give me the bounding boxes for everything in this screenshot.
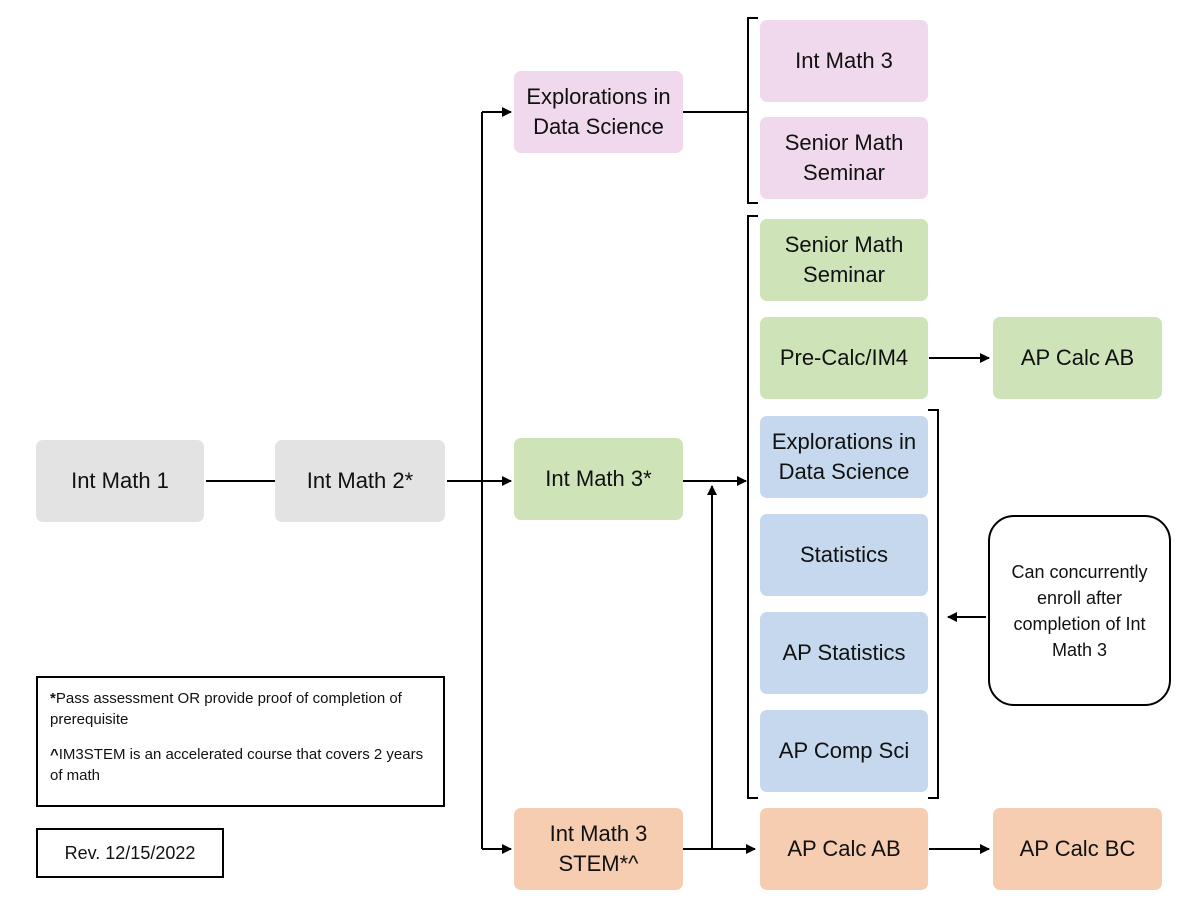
node-ap-calc-ab-orange: AP Calc AB	[760, 808, 928, 890]
callout-text: Can concurrently enroll after completion…	[1011, 561, 1148, 660]
node-label-line: Explorations in	[771, 429, 917, 454]
node-statistics: Statistics	[760, 514, 928, 596]
node-label-line: Senior Math	[784, 130, 904, 155]
footnote-caret: ^IM3STEM is an accelerated course that c…	[50, 744, 431, 786]
footnote-star: *Pass assessment OR provide proof of com…	[50, 688, 431, 730]
node-senior-math-seminar-green: Senior Math Seminar	[760, 219, 928, 301]
footnote-box: *Pass assessment OR provide proof of com…	[36, 676, 445, 807]
node-label-line: Seminar	[803, 262, 885, 287]
node-ap-calc-ab-green: AP Calc AB	[993, 317, 1162, 399]
node-ap-comp-sci: AP Comp Sci	[760, 710, 928, 792]
bracket-blue	[928, 409, 939, 799]
node-label: AP Comp Sci	[778, 738, 910, 763]
bracket-green-blue	[747, 215, 758, 799]
node-label-line: Senior Math	[784, 232, 904, 257]
node-label: Int Math 3*	[545, 466, 652, 491]
node-label-line: Int Math 3	[549, 821, 648, 846]
node-senior-math-seminar-pink: Senior Math Seminar	[760, 117, 928, 199]
footnote-symbol: ^	[50, 746, 59, 763]
node-label-line: Explorations in	[526, 84, 671, 109]
node-label: Statistics	[799, 542, 889, 567]
node-label: AP Calc BC	[1019, 836, 1136, 861]
node-int-math-3-stem: Int Math 3 STEM*^	[514, 808, 683, 890]
node-label-line: Seminar	[803, 160, 885, 185]
node-explorations-data-science-top: Explorations in Data Science	[514, 71, 683, 153]
node-label: Int Math 3	[795, 48, 893, 73]
node-label-line: Data Science	[778, 459, 910, 484]
node-int-math-2: Int Math 2*	[275, 440, 445, 522]
node-label: AP Calc AB	[1020, 345, 1135, 370]
node-label: Int Math 2*	[306, 468, 414, 493]
node-int-math-1: Int Math 1	[36, 440, 204, 522]
revision-date: Rev. 12/15/2022	[36, 828, 224, 878]
node-int-math-3-star: Int Math 3*	[514, 438, 683, 520]
node-ap-statistics: AP Statistics	[760, 612, 928, 694]
footnote-text: Pass assessment OR provide proof of comp…	[50, 690, 402, 728]
footnote-symbol: *	[50, 690, 56, 707]
node-explorations-data-science-blue: Explorations in Data Science	[760, 416, 928, 498]
revision-text: Rev. 12/15/2022	[64, 842, 196, 863]
node-pre-calc-im4: Pre-Calc/IM4	[760, 317, 928, 399]
node-label: AP Statistics	[782, 640, 906, 665]
bracket-pink	[747, 17, 758, 204]
node-label: Int Math 1	[71, 468, 169, 493]
node-label: Pre-Calc/IM4	[779, 345, 909, 370]
node-label-line: STEM*^	[558, 851, 639, 876]
footnote-text: IM3STEM is an accelerated course that co…	[50, 746, 424, 784]
node-label: AP Calc AB	[787, 836, 901, 861]
concurrent-enroll-callout: Can concurrently enroll after completion…	[988, 515, 1171, 706]
node-ap-calc-bc: AP Calc BC	[993, 808, 1162, 890]
node-label-line: Data Science	[533, 114, 664, 139]
node-int-math-3-pink: Int Math 3	[760, 20, 928, 102]
